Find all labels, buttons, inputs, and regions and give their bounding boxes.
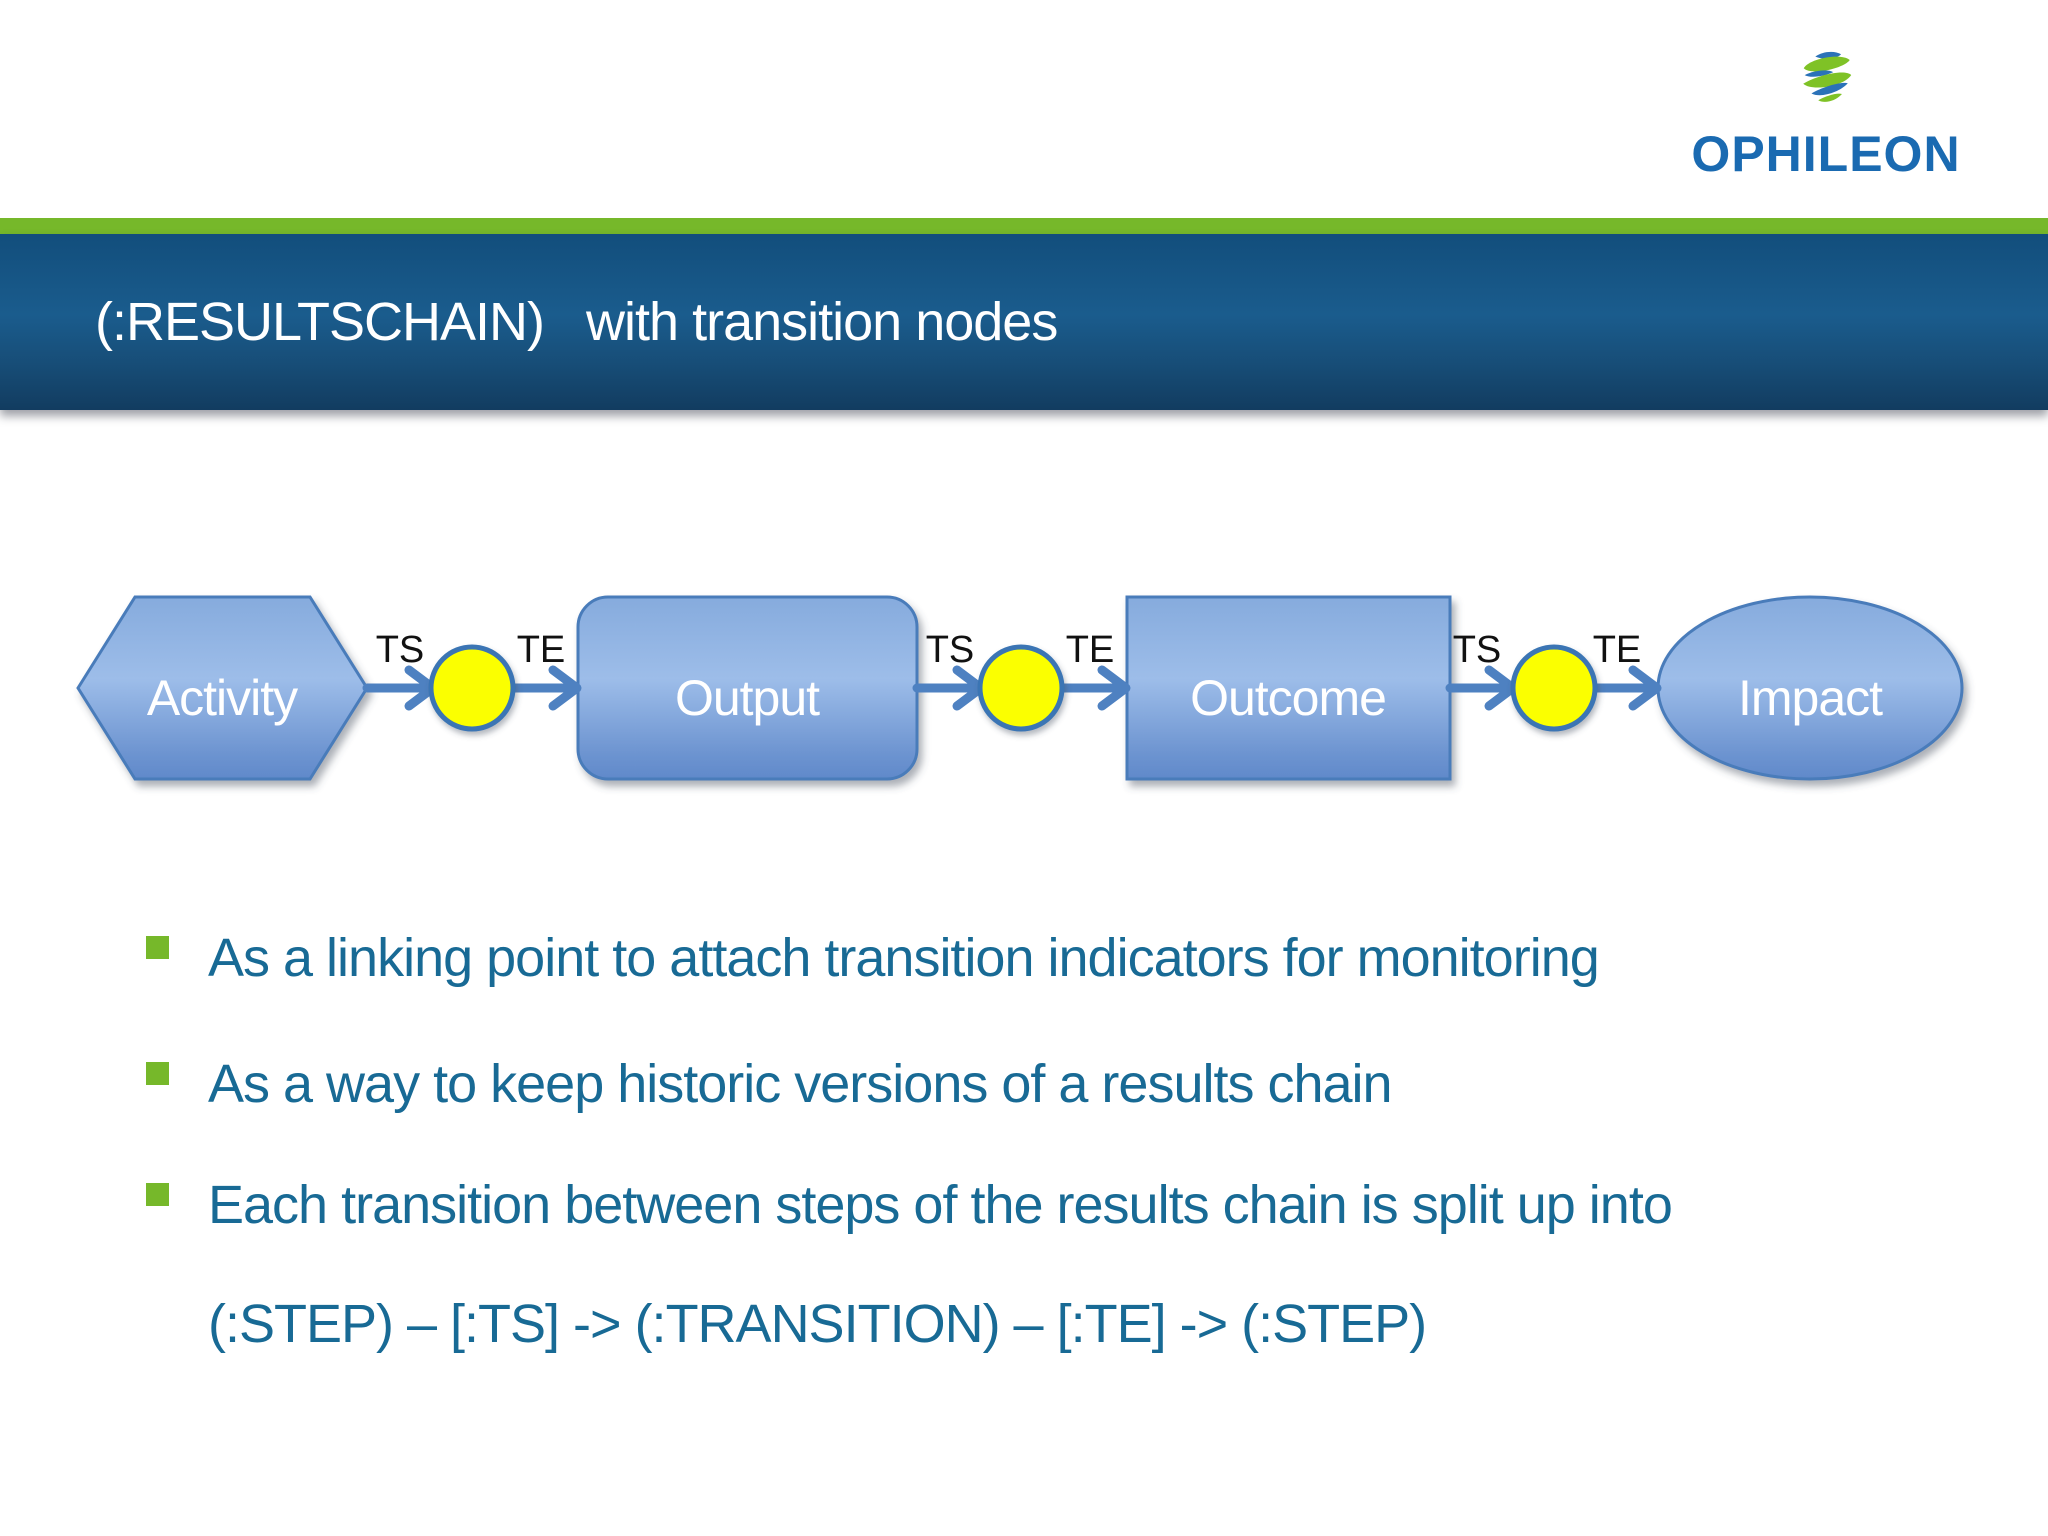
te-label: TE <box>1066 629 1115 671</box>
ts-label: TS <box>926 629 975 671</box>
title-bar: (:RESULTSCHAIN) with transition nodes <box>0 234 2048 410</box>
flow-arrow <box>508 665 582 711</box>
te-label: TE <box>1593 629 1642 671</box>
transition-node <box>977 644 1065 732</box>
bullet-item-continuation: (:STEP) – [:TS] -> (:TRANSITION) – [:TE]… <box>0 1291 2048 1357</box>
transition-node <box>1510 644 1598 732</box>
flow-arrow <box>1590 665 1662 711</box>
bullet-item: Each transition between steps of the res… <box>0 1172 2048 1238</box>
transition-node <box>428 644 516 732</box>
impact-node-label: Impact <box>1738 670 1883 726</box>
ophileon-logo: OPHILEON <box>1686 48 1966 183</box>
outcome-node-label: Outcome <box>1190 670 1386 726</box>
logo-globe-icon <box>1803 51 1852 102</box>
outcome-node <box>1125 595 1452 781</box>
activity-node-label: Activity <box>147 670 298 726</box>
bullet-text: (:STEP) – [:TS] -> (:TRANSITION) – [:TE]… <box>208 1294 1427 1354</box>
bullet-marker <box>146 936 169 959</box>
bullet-marker <box>146 1062 169 1085</box>
output-node-label: Output <box>675 670 820 726</box>
flow-arrow <box>912 665 986 711</box>
bullet-text: As a way to keep historic versions of a … <box>208 1054 1393 1114</box>
bullet-text: Each transition between steps of the res… <box>208 1175 1673 1235</box>
bullet-item: As a way to keep historic versions of a … <box>0 1051 2048 1117</box>
bullet-item: As a linking point to attach transition … <box>0 925 2048 991</box>
results-chain-diagram: TS TE TS TE TS TE Activity Output Outcom… <box>76 595 1964 781</box>
ts-label: TS <box>376 629 425 671</box>
flow-arrow <box>1445 665 1518 711</box>
logo-wordmark: OPHILEON <box>1691 126 1961 182</box>
flow-arrow <box>362 665 438 711</box>
bullet-marker <box>146 1183 169 1206</box>
accent-strip <box>0 218 2048 234</box>
flow-arrow <box>1057 665 1131 711</box>
ts-label: TS <box>1453 629 1502 671</box>
bullet-text: As a linking point to attach transition … <box>208 928 1600 988</box>
flow-arrows <box>362 665 1662 711</box>
slide-title: (:RESULTSCHAIN) with transition nodes <box>95 292 1058 352</box>
te-label: TE <box>517 629 566 671</box>
